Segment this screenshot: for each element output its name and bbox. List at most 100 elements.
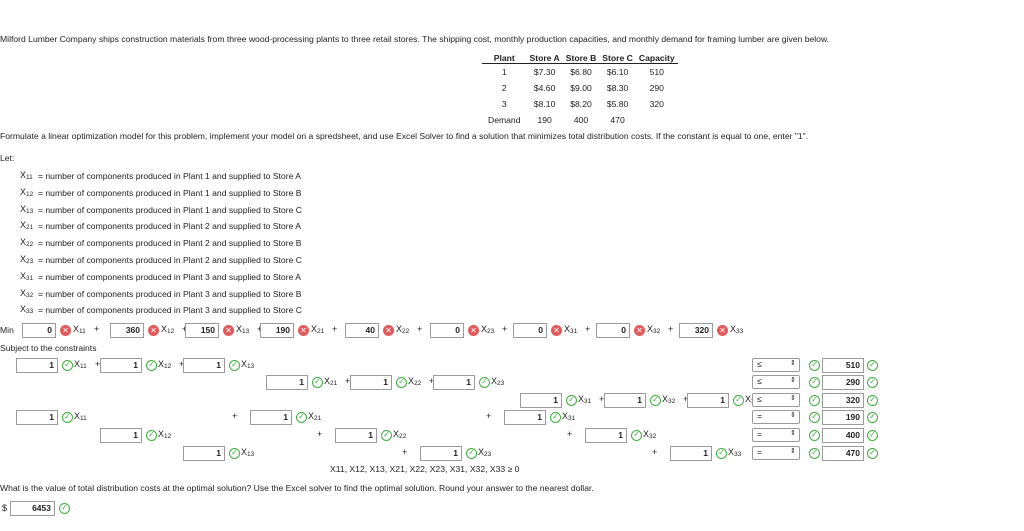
objective-coefficient-input[interactable]: 190	[260, 323, 294, 338]
plus-sign: +	[585, 324, 591, 334]
plus-sign: +	[567, 429, 573, 439]
constraint-coefficient-input[interactable]: 1	[670, 446, 712, 461]
x-circle-icon: ✕	[468, 325, 479, 336]
let-label: Let:	[0, 153, 15, 163]
constraint-coefficient-input[interactable]: 1	[420, 446, 462, 461]
plus-sign: +	[683, 394, 689, 404]
check-circle-icon: ✓	[867, 395, 878, 406]
variable-label: X13	[20, 203, 34, 215]
constraint-coefficient-input[interactable]: 1	[687, 393, 729, 408]
x-circle-icon: ✕	[148, 325, 159, 336]
operator-select[interactable]: ≤⇕	[752, 393, 800, 407]
variable-label: X23	[478, 447, 492, 458]
check-circle-icon: ✓	[733, 395, 744, 406]
table-cell: $8.20	[570, 98, 592, 109]
objective-coefficient-input[interactable]: 320	[679, 323, 713, 338]
check-circle-icon: ✓	[296, 412, 307, 423]
rhs-input[interactable]: 400	[822, 428, 864, 443]
variable-label: X31	[564, 324, 578, 335]
rhs-input[interactable]: 190	[822, 410, 864, 425]
constraint-coefficient-input[interactable]: 1	[335, 428, 377, 443]
plus-sign: +	[94, 324, 100, 334]
variable-label: X13	[236, 324, 250, 335]
operator-select[interactable]: ≤⇕	[752, 358, 800, 372]
constraint-coefficient-input[interactable]: 1	[520, 393, 562, 408]
plus-sign: +	[429, 376, 435, 386]
variable-label: X22	[396, 324, 410, 335]
empty-cell	[636, 112, 678, 128]
check-circle-icon: ✓	[867, 377, 878, 388]
check-circle-icon: ✓	[146, 430, 157, 441]
objective-coefficient-input[interactable]: 40	[345, 323, 379, 338]
check-circle-icon: ✓	[867, 430, 878, 441]
constraint-coefficient-input[interactable]: 1	[350, 375, 392, 390]
variable-label: X11	[73, 324, 86, 335]
operator-select[interactable]: =⇕	[752, 428, 800, 442]
plus-sign: +	[257, 324, 262, 334]
rhs-input[interactable]: 510	[822, 358, 864, 373]
rhs-input[interactable]: 290	[822, 375, 864, 390]
table-cell: $5.80	[606, 98, 629, 109]
operator-select[interactable]: ≤⇕	[752, 375, 800, 389]
constraint-coefficient-input[interactable]: 1	[433, 375, 475, 390]
objective-coefficient-input[interactable]: 150	[185, 323, 219, 338]
updown-arrows-icon: ⇕	[790, 395, 796, 402]
objective-coefficient-input[interactable]: 360	[110, 323, 144, 338]
table-header: Capacity	[635, 53, 678, 64]
rhs-input[interactable]: 320	[822, 393, 864, 408]
table-cell: 1	[501, 66, 507, 77]
table-cell: 320	[649, 98, 664, 109]
objective-coefficient-input[interactable]: 0	[22, 323, 56, 338]
constraint-coefficient-input[interactable]: 1	[183, 446, 225, 461]
demand-cell: 470	[610, 114, 625, 125]
variable-label: X12	[161, 324, 175, 335]
constraint-coefficient-input[interactable]: 1	[16, 358, 58, 373]
constraint-coefficient-input[interactable]: 1	[266, 375, 308, 390]
x-circle-icon: ✕	[717, 325, 728, 336]
definition-text: = number of components produced in Plant…	[38, 221, 301, 232]
x-circle-icon: ✕	[60, 325, 71, 336]
constraint-coefficient-input[interactable]: 1	[100, 358, 142, 373]
objective-coefficient-input[interactable]: 0	[430, 323, 464, 338]
operator-select[interactable]: =⇕	[752, 410, 800, 424]
variable-label: X11	[74, 411, 87, 422]
nonnegativity-constraint: X11, X12, X13, X21, X22, X23, X31, X32, …	[330, 464, 520, 474]
subject-to-label: Subject to the constraints	[0, 343, 97, 353]
min-label: Min	[0, 325, 14, 335]
updown-arrows-icon: ⇕	[790, 360, 796, 367]
definition-text: = number of components produced in Plant…	[38, 305, 302, 316]
objective-coefficient-input[interactable]: 0	[513, 323, 547, 338]
constraint-coefficient-input[interactable]: 1	[16, 410, 58, 425]
variable-label: X13	[241, 359, 255, 370]
constraint-coefficient-input[interactable]: 1	[604, 393, 646, 408]
variable-label: X32	[647, 324, 661, 335]
constraint-coefficient-input[interactable]: 1	[504, 410, 546, 425]
constraint-coefficient-input[interactable]: 1	[250, 410, 292, 425]
check-circle-icon: ✓	[867, 412, 878, 423]
operator-select[interactable]: =⇕	[752, 446, 800, 460]
constraint-coefficient-input[interactable]: 1	[585, 428, 627, 443]
updown-arrows-icon: ⇕	[790, 377, 796, 384]
plus-sign: +	[332, 324, 338, 334]
plus-sign: +	[95, 359, 101, 369]
check-circle-icon: ✓	[716, 448, 727, 459]
variable-label: X31	[562, 411, 576, 422]
objective-coefficient-input[interactable]: 0	[596, 323, 630, 338]
table-header: Store A	[526, 53, 563, 64]
constraint-coefficient-input[interactable]: 1	[100, 428, 142, 443]
variable-label: X31	[20, 270, 34, 282]
variable-label: X21	[20, 220, 34, 232]
check-circle-icon: ✓	[566, 395, 577, 406]
variable-label: X31	[578, 394, 592, 405]
rhs-input[interactable]: 470	[822, 446, 864, 461]
constraint-coefficient-input[interactable]: 1	[183, 358, 225, 373]
check-circle-icon: ✓	[62, 412, 73, 423]
x-circle-icon: ✕	[298, 325, 309, 336]
definition-text: = number of components produced in Plant…	[38, 271, 301, 282]
table-cell: 3	[501, 98, 507, 109]
definition-text: = number of components produced in Plant…	[38, 171, 301, 181]
variable-label: X12	[158, 359, 172, 370]
check-circle-icon: ✓	[809, 360, 820, 371]
answer-input[interactable]: 6453	[10, 501, 55, 516]
